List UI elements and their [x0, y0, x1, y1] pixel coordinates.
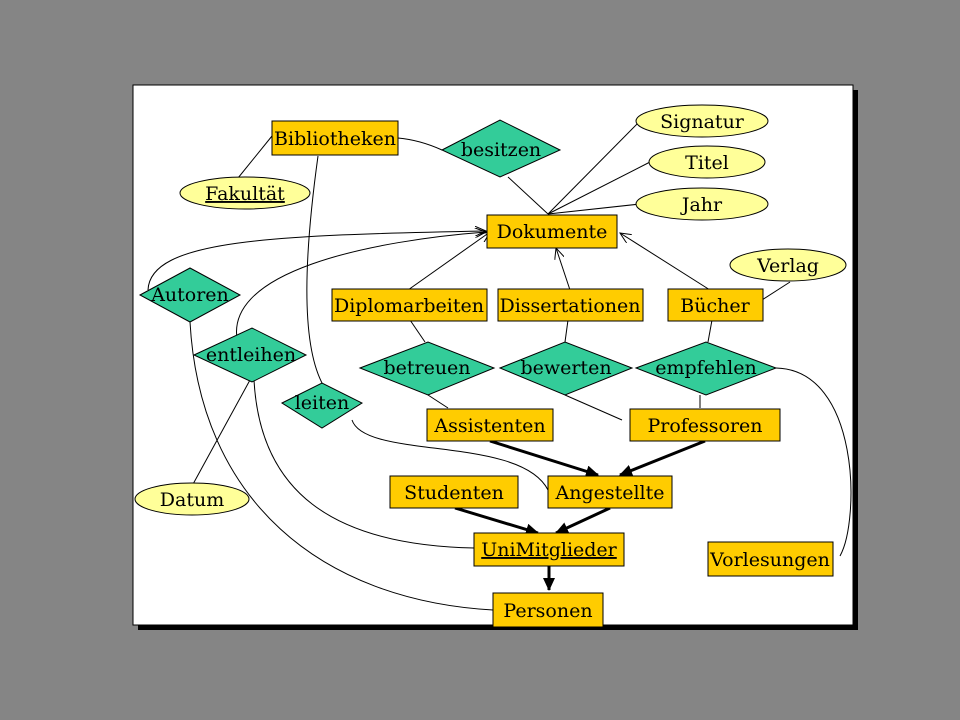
- entity-studenten[interactable]: Studenten: [389, 475, 519, 509]
- attribute-titel[interactable]: Titel: [648, 145, 766, 179]
- entity-dissertationen[interactable]: Dissertationen: [497, 288, 644, 322]
- relationship-leiten[interactable]: leiten: [280, 382, 364, 429]
- relationship-label: betreuen: [383, 357, 470, 379]
- edge-titel-dokumente: [547, 161, 651, 215]
- relationship-betreuen[interactable]: betreuen: [358, 341, 496, 396]
- attribute-label: Verlag: [756, 255, 819, 277]
- entity-diplomarbeiten[interactable]: Diplomarbeiten: [331, 288, 488, 322]
- entity-assistenten[interactable]: Assistenten: [426, 408, 554, 442]
- entity-label: Vorlesungen: [709, 549, 830, 571]
- relationship-label: besitzen: [461, 139, 541, 161]
- edge-assistenten-angestellte: [489, 439, 599, 478]
- relationship-label: Autoren: [150, 284, 229, 306]
- edge-professoren-angestellte: [619, 439, 706, 477]
- relationship-bewerten[interactable]: bewerten: [498, 341, 634, 396]
- edge-verlag-buecher: [761, 281, 791, 301]
- relationship-label: bewerten: [520, 357, 611, 379]
- relationship-entleihen[interactable]: entleihen: [192, 327, 308, 383]
- attribute-verlag[interactable]: Verlag: [729, 248, 847, 282]
- edge-dissertationen-dokumente: [556, 248, 571, 291]
- edges: [147, 120, 852, 611]
- relationship-autoren[interactable]: Autoren: [138, 267, 242, 323]
- entity-bibliotheken[interactable]: Bibliotheken: [271, 120, 399, 156]
- attribute-label: Titel: [685, 152, 729, 174]
- entity-buecher[interactable]: Bücher: [667, 288, 764, 322]
- edge-bibliotheken-fakultaet: [237, 135, 273, 179]
- attribute-label: Signatur: [660, 111, 745, 133]
- edge-autoren-dokumente: [147, 231, 486, 291]
- entity-label: Assistenten: [433, 415, 545, 437]
- attribute-fakultaet[interactable]: Fakultät: [179, 176, 311, 210]
- edge-bewerten-professoren: [564, 394, 623, 421]
- relationship-besitzen[interactable]: besitzen: [440, 119, 562, 178]
- edge-angestellte-unimitglieder: [555, 506, 611, 535]
- edge-buecher-dokumente: [620, 233, 711, 291]
- attribute-signatur[interactable]: Signatur: [635, 104, 769, 138]
- entity-label: Diplomarbeiten: [334, 295, 484, 317]
- edge-leiten-angestellte: [351, 419, 549, 491]
- entity-label: Bücher: [680, 295, 750, 317]
- edge-signatur-dokumente: [547, 120, 641, 215]
- entity-label: Studenten: [404, 482, 504, 504]
- entity-label: Dokumente: [497, 221, 608, 243]
- relationship-label: leiten: [295, 392, 350, 414]
- attribute-label: Datum: [160, 489, 224, 511]
- edge-entleihen-unimitglieder: [253, 379, 475, 549]
- entity-label: Professoren: [647, 415, 762, 437]
- relationship-empfehlen[interactable]: empfehlen: [634, 341, 778, 396]
- edge-diplomarbeiten-dokumente: [407, 232, 490, 291]
- entity-vorlesungen[interactable]: Vorlesungen: [707, 541, 834, 577]
- edge-entleihen-datum: [191, 379, 251, 487]
- entity-label: Personen: [503, 600, 592, 622]
- entity-unimitglieder[interactable]: UniMitglieder: [473, 532, 625, 567]
- attribute-label: Fakultät: [205, 183, 285, 205]
- edge-studenten-unimitglieder: [454, 506, 539, 536]
- relationship-label: empfehlen: [655, 357, 757, 379]
- edge-bibliotheken-besitzen: [397, 137, 443, 151]
- attribute-datum[interactable]: Datum: [134, 482, 250, 516]
- entity-label: Bibliotheken: [274, 128, 396, 150]
- edge-empfehlen-buecher: [707, 319, 713, 343]
- entity-angestellte[interactable]: Angestellte: [547, 475, 673, 509]
- edge-jahr-dokumente: [547, 203, 641, 215]
- attribute-label: Jahr: [680, 194, 723, 216]
- edge-bibliotheken-leiten: [306, 155, 323, 384]
- entity-professoren[interactable]: Professoren: [629, 408, 781, 442]
- entity-label: Dissertationen: [500, 295, 641, 317]
- entity-personen[interactable]: Personen: [492, 592, 604, 628]
- edge-besitzen-dokumente: [507, 176, 549, 215]
- entity-dokumente[interactable]: Dokumente: [486, 214, 618, 249]
- edge-entleihen-dokumente: [236, 232, 486, 351]
- edge-betreuen-assistenten: [427, 394, 449, 409]
- entity-label: Angestellte: [554, 482, 664, 504]
- edge-betreuen-diplomarbeiten: [409, 319, 426, 343]
- edge-bewerten-dissertationen: [564, 319, 569, 343]
- edge-empfehlen-vorlesungen: [775, 367, 852, 557]
- attribute-jahr[interactable]: Jahr: [635, 187, 769, 221]
- entity-label: UniMitglieder: [481, 539, 617, 561]
- edge-autoren-personen: [189, 321, 494, 611]
- relationship-label: entleihen: [206, 344, 296, 366]
